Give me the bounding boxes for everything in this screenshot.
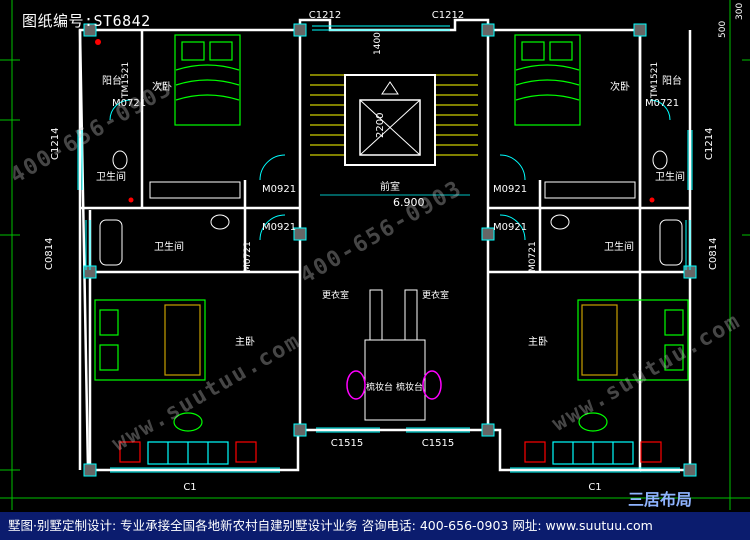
door-label-balcony-right: M0721 bbox=[645, 98, 679, 109]
window-label-right-lower: C0814 bbox=[708, 238, 719, 270]
window-label-bottom-right: C1 bbox=[588, 482, 601, 493]
room-balcony-right: 阳台 bbox=[662, 74, 682, 87]
stair-dimension: 1400 bbox=[373, 32, 383, 55]
sofa-right bbox=[524, 412, 662, 465]
door-label-master-left-bath: M0721 bbox=[243, 241, 253, 272]
red-markers bbox=[95, 39, 655, 203]
balcony-door-label-left: TM1521 bbox=[121, 62, 131, 99]
window-label-bottom-center-right: C1515 bbox=[422, 438, 454, 449]
window-label-left-side: C1214 bbox=[50, 128, 61, 160]
right-dimension-2: 300 bbox=[735, 3, 745, 20]
vanity-chairs bbox=[346, 370, 442, 400]
outer-walls bbox=[78, 18, 692, 472]
door-label-balcony-left: M0721 bbox=[112, 98, 146, 109]
brand-mark: 三居布局 bbox=[628, 490, 693, 509]
bath-fixtures bbox=[99, 150, 683, 266]
room-bathroom-lower-left: 卫生间 bbox=[154, 240, 184, 253]
room-bathroom-lower-right: 卫生间 bbox=[604, 240, 634, 253]
drawing-number: 图纸编号:ST6842 bbox=[22, 12, 151, 30]
door-label-master-left: M0921 bbox=[262, 222, 296, 233]
right-dimension-1: 500 bbox=[718, 21, 728, 38]
footer-banner: 墅图·别墅定制设计: 专业承接全国各地新农村自建别墅设计业务 咨询电话: 400… bbox=[0, 512, 750, 540]
bed-master-left bbox=[94, 299, 206, 381]
sofa-left bbox=[119, 412, 257, 465]
room-vanity-right: 梳妆台 bbox=[396, 381, 423, 393]
room-bathroom-upper-right: 卫生间 bbox=[655, 170, 685, 183]
room-master-right: 主卧 bbox=[528, 335, 548, 348]
floor-plan-drawing: C1212 C1212 C1214 C1214 C0814 C0814 C151… bbox=[0, 0, 750, 510]
room-balcony-left: 阳台 bbox=[102, 74, 122, 87]
elevation-mark: 6.900 bbox=[393, 196, 425, 209]
bed-master-right bbox=[577, 299, 689, 381]
door-label-bath-right-upper: M0921 bbox=[493, 184, 527, 195]
axis-lines bbox=[0, 0, 750, 510]
window-label-bottom-center-left: C1515 bbox=[331, 438, 363, 449]
window-label-top-right: C1212 bbox=[432, 10, 464, 21]
elevator-dimension: 2200 bbox=[375, 113, 386, 138]
room-lobby: 前室 bbox=[380, 180, 400, 193]
bed-secondary-right bbox=[514, 34, 581, 126]
stair-core bbox=[310, 74, 478, 196]
room-vanity-left: 梳妆台 bbox=[366, 381, 393, 393]
balcony-door-label-right: TM1521 bbox=[650, 62, 660, 99]
door-label-bath-left-upper: M0921 bbox=[262, 184, 296, 195]
room-closet-left: 更衣室 bbox=[322, 289, 349, 301]
window-label-left-lower: C0814 bbox=[44, 238, 55, 270]
windows bbox=[77, 25, 693, 473]
room-closet-right: 更衣室 bbox=[422, 289, 449, 301]
window-label-right-side: C1214 bbox=[704, 128, 715, 160]
window-label-top-left: C1212 bbox=[309, 10, 341, 21]
door-label-master-right: M0921 bbox=[493, 222, 527, 233]
door-swings bbox=[109, 99, 671, 241]
window-label-bottom-left: C1 bbox=[183, 482, 196, 493]
room-secondary-bedroom-right: 次卧 bbox=[610, 80, 630, 93]
room-bathroom-upper-left: 卫生间 bbox=[96, 170, 126, 183]
room-secondary-bedroom-left: 次卧 bbox=[152, 80, 172, 93]
room-master-left: 主卧 bbox=[235, 335, 255, 348]
door-label-master-right-bath: M0721 bbox=[528, 241, 538, 272]
bed-secondary-left bbox=[174, 34, 241, 126]
